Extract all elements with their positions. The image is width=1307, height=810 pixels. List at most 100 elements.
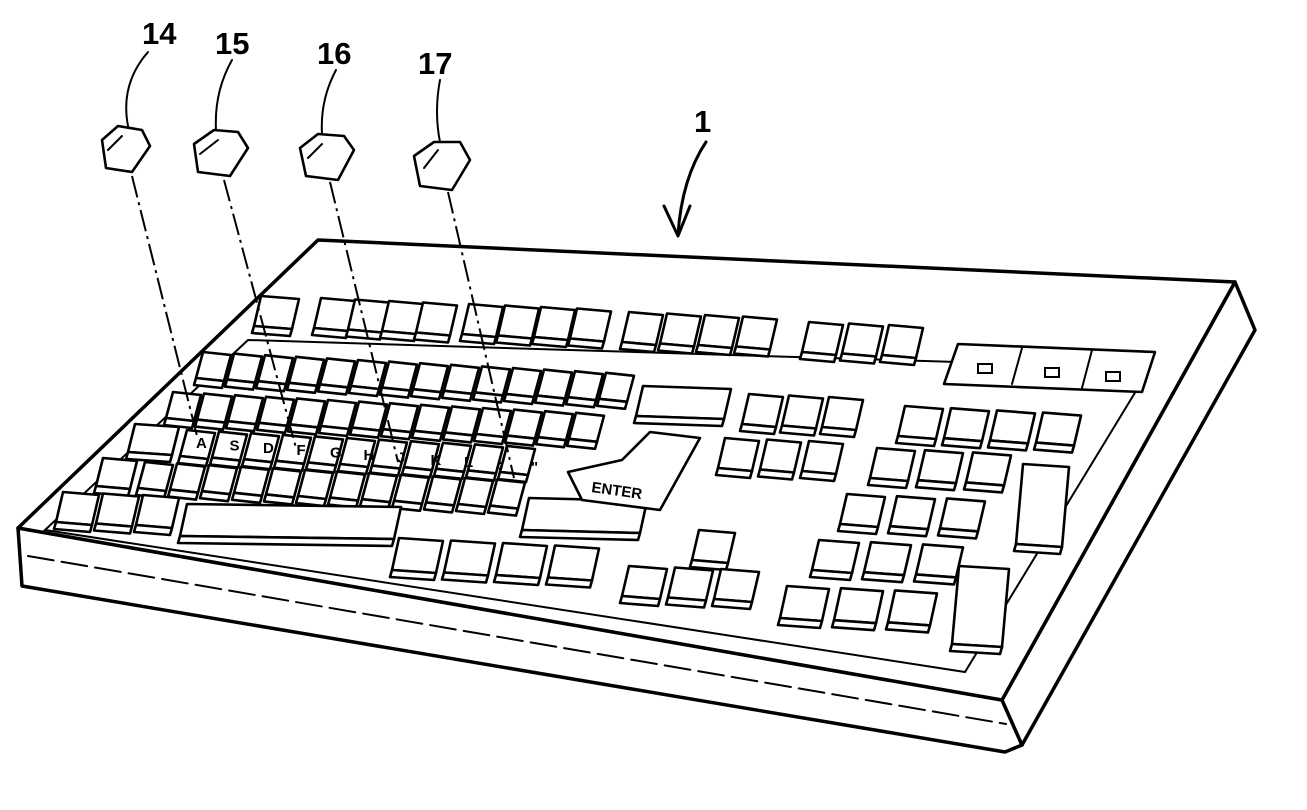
shift-key: [92, 456, 139, 498]
keycap: [776, 584, 831, 630]
keycap: [464, 443, 505, 482]
keycap: [940, 406, 991, 450]
keycap: [255, 395, 296, 435]
key-legend: J: [397, 449, 405, 466]
indicator-panel: [942, 342, 1157, 394]
keycap: [412, 301, 459, 344]
keycap: [732, 315, 779, 358]
keycap: [272, 433, 313, 473]
key-field: [52, 294, 1083, 656]
keycap: [656, 312, 703, 355]
keycap: [286, 397, 327, 436]
keycap: [838, 322, 885, 365]
arrow-up-key: [688, 528, 737, 572]
keycap: [884, 589, 939, 634]
key-legend: S: [230, 437, 240, 454]
keycap: [486, 478, 527, 517]
keycap: [422, 475, 463, 514]
keycap: [317, 398, 358, 438]
keycap: [502, 366, 543, 406]
keycap: [344, 298, 391, 341]
keycap: [224, 393, 265, 433]
keycap: [534, 409, 575, 449]
key-legend: ;: [498, 457, 503, 474]
keycap: [388, 536, 445, 582]
keycap: [494, 304, 541, 347]
keycap: [192, 350, 233, 390]
keycap: [240, 431, 281, 471]
exploded-keycap-14: [100, 124, 152, 174]
keycap: [565, 411, 606, 451]
enter-key: ENTER: [566, 430, 702, 512]
keycap: [378, 360, 419, 399]
keycap: [618, 564, 669, 608]
keycap: [454, 476, 495, 516]
keycap: [198, 463, 239, 503]
keycap: [472, 406, 513, 446]
keycap: [223, 352, 264, 391]
keycap: [132, 493, 181, 537]
led-indicator-icon: [1105, 371, 1121, 382]
keycap: [471, 365, 512, 404]
key-legend: H: [364, 447, 375, 464]
keycap: [458, 302, 505, 346]
keycap: [208, 430, 249, 469]
keycap: [756, 438, 803, 481]
keycap: [230, 465, 271, 505]
keycap: [595, 371, 636, 411]
backspace-key: [632, 384, 733, 428]
keycap: [294, 468, 335, 508]
keycap: [409, 361, 450, 401]
keycap: [410, 403, 451, 443]
numpad-enter-key: [948, 564, 1011, 656]
keycap: [962, 451, 1013, 494]
keycap: [738, 392, 785, 436]
reference-numeral-16: 16: [317, 36, 351, 71]
keycap: [285, 355, 326, 395]
keycap: [533, 368, 574, 407]
keycap: [304, 435, 345, 474]
keycap: [778, 394, 825, 437]
key-legend: L: [464, 454, 473, 471]
reference-numeral-14: 14: [142, 16, 177, 51]
keycap: [886, 494, 937, 538]
key-legend: D: [263, 440, 274, 457]
keycap: [92, 492, 141, 535]
keycap: [1032, 411, 1083, 454]
space-bar-key: [176, 502, 403, 548]
keycap: [348, 400, 389, 439]
key-legend: F: [297, 442, 306, 459]
keycap: [694, 313, 741, 357]
reference-numeral-1: 1: [694, 104, 711, 139]
keycap: [503, 408, 544, 447]
keycap: [52, 490, 101, 534]
reference-numeral-15: 15: [215, 26, 249, 61]
keycap: [830, 586, 885, 632]
keycap: [894, 404, 945, 448]
keycap: [564, 369, 605, 409]
keycap: [936, 497, 987, 540]
keycap: [914, 448, 965, 492]
key-legend: A: [196, 435, 207, 452]
keycap: [440, 539, 497, 584]
exploded-keycap-16: [298, 132, 356, 182]
keycap: [798, 320, 845, 364]
enter-label: ENTER: [590, 479, 643, 503]
keycap: [566, 307, 613, 350]
keycap: [878, 323, 925, 367]
key-legend: K: [431, 452, 442, 469]
caps-lock-key: [124, 422, 181, 464]
keycap: [710, 567, 761, 611]
keycap: [390, 473, 431, 513]
keycap: [818, 395, 865, 439]
keycap: [492, 541, 549, 587]
keycap: [162, 390, 203, 430]
keycap: [808, 538, 861, 582]
key-legend: G: [330, 445, 342, 462]
keycap: [618, 310, 665, 354]
keycap: [310, 296, 357, 340]
led-indicator-icon: [977, 363, 993, 374]
keycap: [379, 401, 420, 441]
